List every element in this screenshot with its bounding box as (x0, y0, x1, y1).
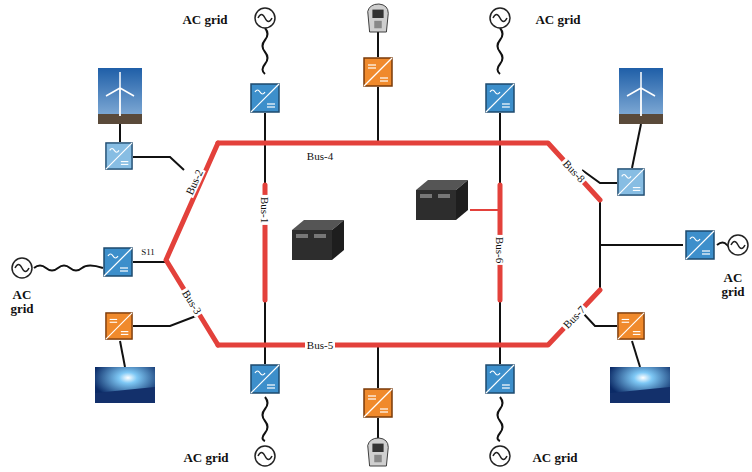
bus-label: Bus-3 (179, 286, 205, 318)
grid-label: AC grid (7, 288, 37, 317)
ac-dc-converter (486, 84, 514, 112)
wind-converter (106, 143, 132, 169)
dc-dc-converter (618, 313, 644, 339)
ac-source (490, 446, 510, 466)
switch-label: S11 (139, 248, 157, 258)
wind-turbine (619, 68, 663, 124)
electric-vehicle (368, 4, 389, 32)
bus-label: Bus-7 (559, 302, 589, 332)
grid-label: AC grid (535, 13, 580, 27)
pv-panel (95, 367, 155, 403)
wind-turbine (98, 68, 142, 124)
bus-label: Bus-4 (305, 150, 335, 162)
bus-label: Bus-1 (259, 195, 271, 225)
ac-source (255, 446, 275, 466)
dc-dc-converter (364, 389, 392, 417)
ac-dc-converter (686, 231, 714, 259)
wind-converter (618, 169, 644, 195)
ac-dc-converter (486, 365, 514, 393)
wire (34, 28, 737, 441)
bus-label: Bus-6 (494, 235, 506, 265)
battery-link (470, 209, 500, 211)
dc-dc-converter (106, 313, 132, 339)
ac-dc-converter (104, 248, 132, 276)
electric-vehicle (368, 438, 389, 466)
grid-label: AC grid (532, 451, 577, 465)
ac-source (12, 258, 32, 278)
grid-label: AC grid (182, 13, 227, 27)
ac-source (255, 8, 275, 28)
grid-label: AC grid (718, 271, 748, 300)
dc-dc-converter (364, 58, 392, 86)
bus-label: Bus-5 (305, 339, 335, 351)
ac-source (728, 235, 748, 255)
dc-bus (166, 143, 600, 345)
battery (292, 220, 344, 260)
grid-label: AC grid (183, 451, 228, 465)
ac-dc-converter (251, 84, 279, 112)
pv-panel (610, 367, 670, 403)
ac-source (490, 8, 510, 28)
battery (416, 180, 468, 220)
ac-dc-converter (251, 365, 279, 393)
